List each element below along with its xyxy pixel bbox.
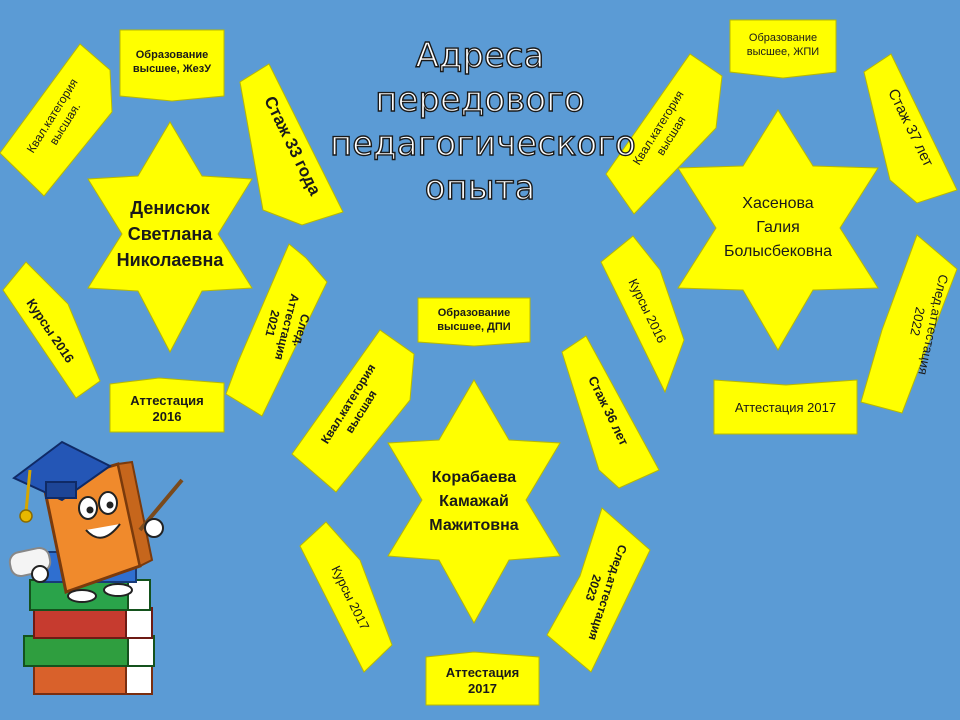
teacher-2-attestation-line: Аттестация [445,664,520,680]
teacher-3-education-line: Образование [748,32,818,45]
teacher-2-education-line: Образование [437,307,511,320]
teacher-1-name-line: Николаевна [116,250,224,270]
teacher-2-group [291,297,660,706]
teacher-2-next-attestation-card [546,507,651,673]
teacher-3-attestation-card [713,379,858,435]
teacher-3-name-line: Галия [756,219,800,236]
teacher-1-attestation-line: Аттестация [130,392,204,408]
teacher-2-experience-card [561,335,660,489]
teacher-1-next-attestation-card [225,243,328,417]
teacher-2-star [387,379,561,625]
page-title: Адреса передового педагогического опыта [329,34,636,210]
teacher-1-attestation-line: 2016 [152,409,182,424]
teacher-1-name-line: Денисюк [130,198,210,218]
teacher-1-experience-card [239,63,344,226]
teacher-3-attestation: Аттестация 2017 [714,384,857,432]
teacher-1-education-line: высшее, ЖезУ [132,63,212,75]
teacher-2-education-card [417,297,531,347]
page-title-line: педагогического [329,123,636,164]
teacher-3-name-line: Болысбековна [723,243,833,260]
page-title-line: опыта [424,167,536,208]
book-mascot-with-graduation-cap-icon [8,440,184,695]
teacher-3-attestation-text: Аттестация 2017 [734,399,837,415]
teacher-2-attestation-line: 2017 [468,681,497,696]
teacher-2-education: Образование высшее, ДПИ [418,300,530,342]
teacher-2-name: Корабаева Камажай Мажитовна [394,460,554,544]
teacher-3-education-line: высшее, ЖПИ [746,46,820,58]
teacher-2-name-line: Корабаева [431,469,517,486]
teacher-2-attestation: Аттестация 2017 [426,658,539,704]
teacher-3-education: Образование высшее, ЖПИ [730,22,836,70]
teacher-1-education: Образование высшее, ЖезУ [120,36,224,90]
teacher-1-education-card [119,29,225,102]
teacher-3-group [600,19,958,435]
teacher-3-experience-card [863,53,958,204]
teacher-3-courses-card [600,235,685,394]
teacher-3-name-line: Хасенова [742,195,814,212]
teacher-2-attestation-card [425,651,540,706]
teacher-1-courses-card [2,261,101,399]
teacher-1-education-line: Образование [135,49,209,62]
teacher-1-group [0,29,344,433]
teacher-1-attestation: Аттестация 2016 [110,386,224,432]
teacher-1-attestation-card [109,377,225,433]
teacher-1-name: Денисюк Светлана Николаевна [90,192,250,276]
teacher-1-name-line: Светлана [127,224,213,244]
teacher-2-courses-card [299,521,393,673]
page-title-line: Адреса [415,35,545,76]
teacher-2-education-line: высшее, ДПИ [437,321,511,333]
teacher-3-next-attestation-card [860,234,958,414]
teacher-1-qualification-card [0,43,113,197]
teacher-3-name: Хасенова Галия Болысбековна [698,186,858,270]
teacher-3-qualification-card [605,53,723,215]
teacher-2-name-line: Камажай [439,493,509,510]
teacher-1-star [87,121,253,354]
teacher-2-name-line: Мажитовна [429,517,519,534]
teacher-2-qualification-card [291,329,415,493]
teacher-3-education-card [729,19,837,79]
page-title-line: передового [375,79,586,120]
